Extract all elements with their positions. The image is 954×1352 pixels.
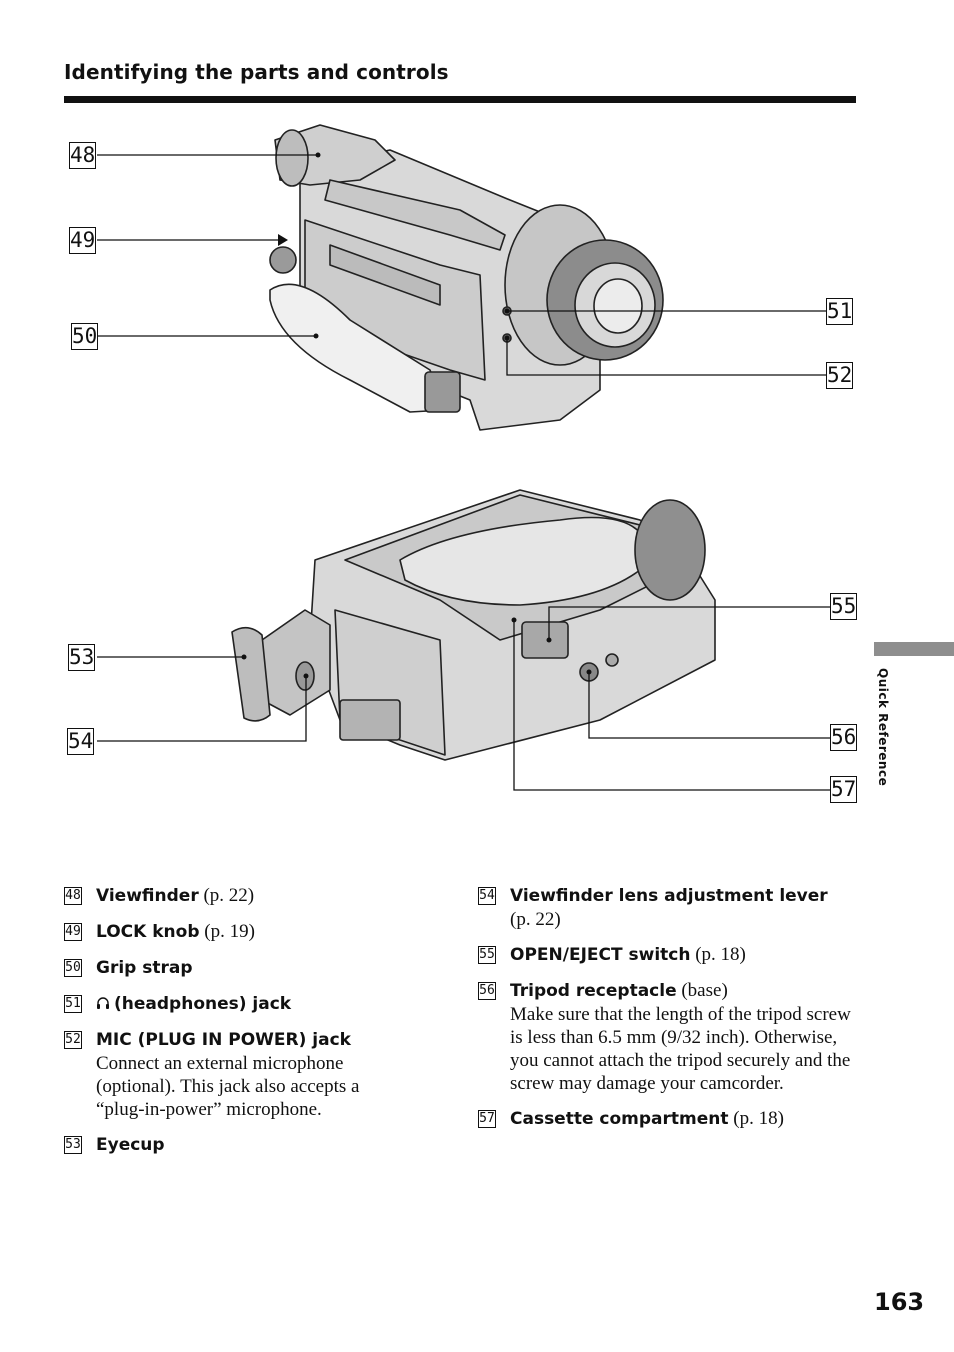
legend-item-number: 55 [478, 946, 496, 964]
legend-item-number: 56 [478, 982, 496, 1000]
legend-item-number: 53 [64, 1136, 82, 1154]
bottom-camcorder-eyecup [231, 626, 271, 722]
legend-item-number: 49 [64, 923, 82, 941]
leader-dot-57 [511, 617, 517, 623]
top-camcorder-eyecup [275, 129, 309, 187]
legend-item-ref: (p. 19) [204, 921, 255, 942]
legend-item-number: 52 [64, 1031, 82, 1049]
bottom-camcorder-viewfinder [261, 609, 331, 716]
legend-item-name: LOCK knob [96, 922, 200, 942]
legend-item-number: 54 [478, 887, 496, 905]
callout-56: 56 [830, 724, 857, 751]
leader-dot-54 [303, 673, 309, 679]
leader-55 [548, 606, 830, 640]
legend-item-description: Connect an external microphone (optional… [96, 1053, 360, 1120]
legend-item-ref: (base) [681, 980, 728, 1001]
leader-57 [513, 620, 830, 791]
bottom-camcorder-battery [339, 699, 401, 741]
top-camcorder-grip-strap [269, 283, 446, 413]
legend-item-number: 48 [64, 887, 82, 905]
legend-item-51: 51 (headphones) jack [64, 992, 394, 1016]
legend-item-48: 48 Viewfinder (p. 22) [64, 884, 394, 908]
bottom-camcorder-lens [634, 499, 706, 601]
leader-dot-51 [504, 308, 510, 314]
leader-54 [97, 676, 307, 742]
legend-item-49: 49 LOCK knob (p. 19) [64, 920, 394, 944]
legend-item-description: Make sure that the length of the tripod … [510, 1004, 851, 1094]
callout-50: 50 [71, 323, 98, 350]
legend-item-ref: (p. 18) [695, 944, 746, 965]
leader-dot-53 [241, 654, 247, 660]
legend-item-name: Cassette compartment [510, 1109, 729, 1129]
legend-item-name: Viewfinder [96, 886, 199, 906]
legend-left-column: 48 Viewfinder (p. 22) 49 LOCK knob (p. 1… [64, 884, 394, 1169]
callout-57: 57 [830, 776, 857, 803]
callout-54: 54 [67, 728, 94, 755]
legend-item-name: MIC (PLUG IN POWER) jack [96, 1030, 351, 1050]
legend-item-name: Tripod receptacle [510, 981, 677, 1001]
leader-dot-55 [546, 637, 552, 643]
legend-item-55: 55 OPEN/EJECT switch (p. 18) [478, 943, 858, 967]
legend-right-column: 54 Viewfinder lens adjustment lever (p. 2… [478, 884, 858, 1143]
callout-55: 55 [830, 593, 857, 620]
camcorder-figure [97, 124, 830, 791]
legend-item-name: Grip strap [96, 958, 193, 978]
callout-52: 52 [826, 362, 853, 389]
page-title: Identifying the parts and controls [64, 60, 449, 84]
top-camcorder-lens-glass [593, 278, 643, 334]
callout-48: 48 [69, 142, 96, 169]
legend-item-name: (headphones) jack [114, 994, 292, 1014]
leader-dot-50 [313, 333, 319, 339]
callout-51: 51 [826, 298, 853, 325]
section-tab-label: Quick Reference [876, 668, 890, 787]
legend-item-number: 57 [478, 1110, 496, 1128]
legend-item-ref: (p. 22) [203, 885, 255, 906]
leader-arrow-49 [278, 234, 288, 246]
headphones-icon [97, 997, 109, 1009]
callout-49: 49 [69, 227, 96, 254]
legend-item-number: 50 [64, 959, 82, 977]
section-tab [874, 642, 954, 656]
top-camcorder-cassette-slot [329, 244, 441, 306]
leader-dot-52 [504, 335, 510, 341]
bottom-camcorder-open-eject-switch [521, 621, 569, 659]
legend-item-57: 57 Cassette compartment (p. 18) [478, 1107, 858, 1131]
legend-item-name: Eyecup [96, 1135, 165, 1155]
legend-item-ref: (p. 18) [733, 1108, 784, 1129]
top-camcorder-handle [324, 179, 506, 251]
leader-56 [588, 672, 830, 739]
legend-item-53: 53 Eyecup [64, 1133, 394, 1157]
legend-item-54: 54 Viewfinder lens adjustment lever (p. 2… [478, 884, 858, 931]
leader-52 [506, 338, 826, 376]
bottom-camcorder-tripod-pin [605, 653, 619, 667]
legend-item-name: OPEN/EJECT switch [510, 945, 691, 965]
legend-item-50: 50 Grip strap [64, 956, 394, 980]
legend-item-name: Viewfinder lens adjustment lever [510, 886, 828, 906]
leader-dot-56 [586, 669, 592, 675]
leader-dot-48 [315, 152, 321, 158]
top-camcorder-strap-buckle [424, 371, 461, 413]
top-camcorder-lock-knob [269, 246, 297, 274]
callout-53: 53 [68, 644, 95, 671]
page-number: 163 [874, 1288, 925, 1316]
title-rule [64, 96, 856, 103]
legend-item-number: 51 [64, 995, 82, 1013]
legend-item-56: 56 Tripod receptacle (base) Make sure tha… [478, 979, 858, 1095]
legend-item-ref: (p. 22) [510, 909, 561, 930]
